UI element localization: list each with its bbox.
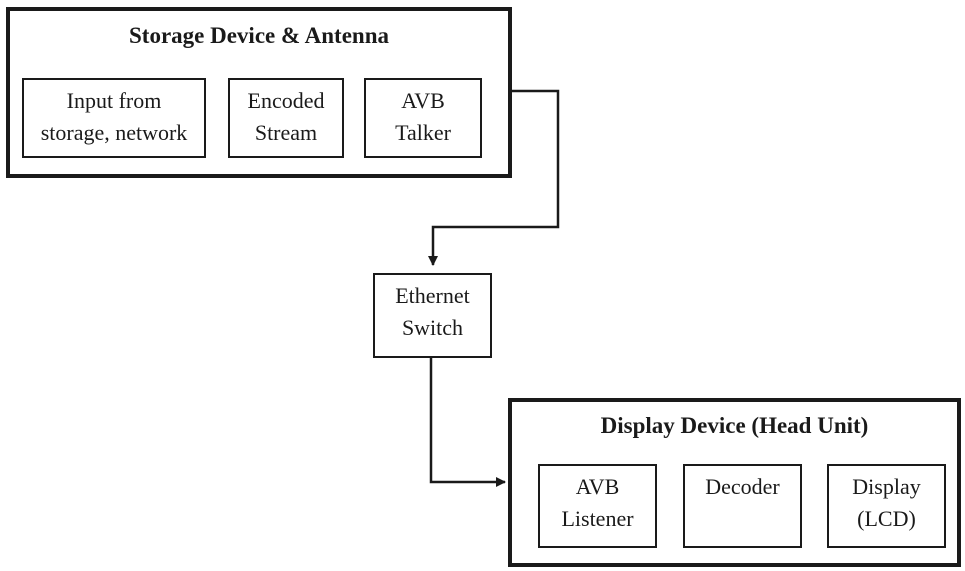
decoder-box: Decoder (683, 464, 802, 548)
display-lcd-line-1: Display (852, 474, 921, 499)
display-lcd-line-2: (LCD) (857, 506, 916, 531)
decoder-line-1: Decoder (705, 474, 780, 499)
avb-talker-line-2: Talker (395, 120, 451, 145)
input-source-line-2: storage, network (40, 120, 188, 145)
avb-talker-line-1: AVB (401, 88, 445, 113)
connector-switch-to-display (429, 357, 506, 487)
encoded-stream-line-2: Stream (254, 120, 318, 145)
encoded-stream-box: Encoded Stream (228, 78, 344, 158)
ethernet-switch-box: Ethernet Switch (373, 273, 492, 358)
input-source-box: Input from storage, network (22, 78, 206, 158)
connector-talker-to-switch (428, 89, 560, 266)
display-device-title: Display Device (Head Unit) (600, 413, 869, 438)
ethernet-switch-line-1: Ethernet (395, 283, 470, 308)
input-source-line-1: Input from (66, 88, 162, 113)
avb-listener-box: AVB Listener (538, 464, 657, 548)
avb-listener-line-1: AVB (575, 474, 620, 499)
display-lcd-box: Display (LCD) (827, 464, 946, 548)
avb-listener-line-2: Listener (561, 506, 634, 531)
avb-talker-box: AVB Talker (364, 78, 482, 158)
encoded-stream-line-1: Encoded (247, 88, 325, 113)
ethernet-switch-line-2: Switch (401, 315, 464, 340)
storage-device-title: Storage Device & Antenna (129, 23, 389, 48)
